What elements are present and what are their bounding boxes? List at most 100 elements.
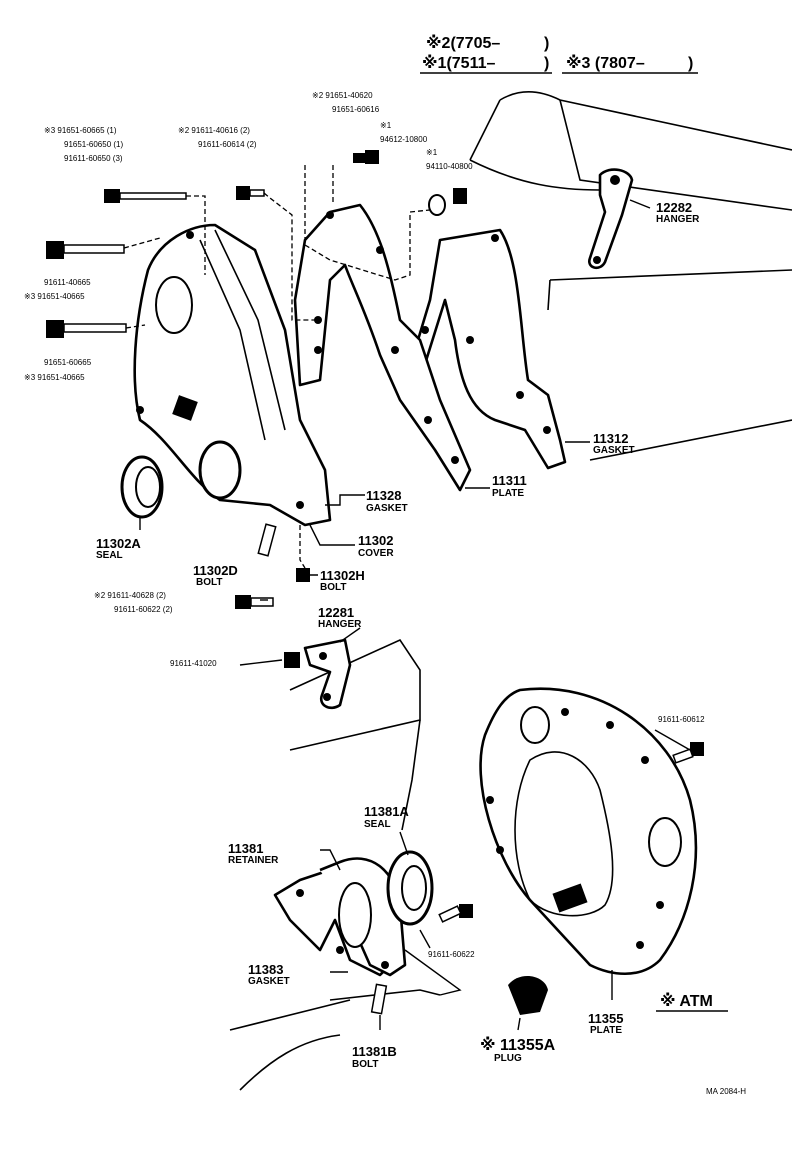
- part-name: BOLT: [196, 577, 222, 588]
- callout-line: 94612-10800: [380, 135, 428, 144]
- seal-11381a-part: [386, 850, 434, 926]
- part-name: BOLT: [320, 582, 346, 593]
- plug-11355a-part: [508, 975, 548, 1015]
- part-name: BOLT: [352, 1059, 378, 1070]
- callout-bolt-group-c: ※2 91651-40620 91651-60616: [312, 91, 380, 114]
- part-number: 11328: [366, 488, 401, 503]
- callout-line: ※2 91611-40628 (2): [94, 591, 166, 600]
- part-number: 11381B: [352, 1044, 397, 1059]
- part-number: 11381: [228, 841, 263, 856]
- callout-line: 94110-40800: [426, 162, 473, 171]
- bolt-icon-c: [353, 150, 379, 164]
- callout-nut: ※1 94110-40800: [426, 148, 473, 171]
- label-11302h: 11302H BOLT: [320, 568, 365, 593]
- hanger-12281-part: [284, 638, 352, 710]
- callout-bolt-group-a: ※3 91651-60665 (1) 91651-60650 (1) 91611…: [44, 126, 123, 163]
- label-12282: 12282 HANGER: [656, 200, 700, 225]
- nut-icon: [453, 188, 467, 204]
- diagram-reference-code: MA 2084-H: [706, 1087, 746, 1096]
- code-1-label: ※1(7511–: [422, 54, 495, 72]
- label-11311: 11311 PLATE: [492, 473, 527, 499]
- part-number: 11302D: [193, 563, 238, 578]
- bolt-icon-11302d: [257, 523, 277, 557]
- callout-line: 91611-40665: [44, 278, 91, 287]
- model-code-header: ※2(7705– ) ※1(7511– ) ※3 (7807– ): [420, 34, 698, 74]
- engine-block-lower: [229, 638, 441, 1091]
- dashed-leaders-upper: [123, 165, 431, 569]
- bolt-icon-60622: [438, 904, 473, 923]
- callout-bolt-group-d: ※2 91611-40628 (2) 91611-60622 (2): [94, 591, 173, 614]
- part-number: 11355: [588, 1011, 623, 1026]
- bolt-icon-11381b: [370, 983, 388, 1015]
- part-name: HANGER: [318, 619, 362, 630]
- callout-line: 91651-60616: [332, 105, 380, 114]
- washer-icon: [428, 194, 446, 216]
- part-name: COVER: [358, 548, 394, 559]
- callout-line: ※3 91651-40665: [24, 292, 85, 301]
- bolt-icon-left-2: [46, 320, 127, 338]
- label-11381: 11381 RETAINER: [228, 841, 279, 866]
- label-11355a: ※ 11355A PLUG: [480, 1036, 556, 1064]
- label-leaders: [139, 199, 728, 1031]
- callout-line: 91651-60650 (1): [64, 140, 123, 149]
- callout-line: ※1: [380, 121, 392, 130]
- label-11383: 11383 GASKET: [248, 962, 290, 987]
- retainer-11381-part: [273, 857, 407, 977]
- code-2-label: ※2(7705–: [426, 34, 500, 52]
- callout-bolt-group-b: ※2 91611-40616 (2) 91611-60614 (2): [178, 126, 257, 149]
- part-number: 91611-41020: [170, 659, 217, 668]
- label-11355: 11355 PLATE: [588, 1011, 623, 1036]
- callout-line: ※2 91651-40620: [312, 91, 373, 100]
- part-name: PLUG: [494, 1053, 522, 1064]
- part-number: 12282: [656, 200, 692, 215]
- label-91611-60622: 91611-60622: [428, 950, 475, 959]
- plate-11355-part: [479, 687, 698, 976]
- part-name: PLATE: [590, 1025, 622, 1036]
- code-3-close: ): [688, 55, 693, 72]
- callout-line: ※3 91651-60665 (1): [44, 126, 117, 135]
- part-number: 11302A: [96, 536, 141, 551]
- part-number: 11383: [248, 962, 283, 977]
- label-11381a: 11381A SEAL: [364, 804, 409, 830]
- part-name: GASKET: [366, 503, 408, 514]
- part-name: PLATE: [492, 488, 524, 499]
- bolt-icon-a: [104, 189, 187, 203]
- callout-line: ※3 91651-40665: [24, 373, 85, 382]
- bolt-icon-b: [236, 186, 265, 200]
- part-number: 11381A: [364, 804, 409, 819]
- cover-11302-part: [133, 223, 332, 527]
- callout-line: ※1: [426, 148, 438, 157]
- bolt-icon-d: [235, 595, 274, 609]
- part-number: 91611-60622: [428, 950, 475, 959]
- seal-11302a-part: [120, 455, 164, 519]
- label-91611-41020: 91611-41020: [170, 659, 217, 668]
- part-name: HANGER: [656, 214, 700, 225]
- part-number: 11302H: [320, 568, 365, 583]
- part-number: 91611-60612: [658, 715, 705, 724]
- callout-bolt-left-1: 91611-40665 ※3 91651-40665: [24, 278, 91, 301]
- callout-line: 91611-60650 (3): [64, 154, 123, 163]
- bolt-icon-60612: [672, 742, 704, 764]
- callout-line: 91651-60665: [44, 358, 92, 367]
- plate-11311-part: [293, 203, 472, 492]
- part-number: 12281: [318, 605, 354, 620]
- callout-bolt-left-2: 91651-60665 ※3 91651-40665: [24, 358, 92, 382]
- label-11302: 11302 COVER: [358, 533, 394, 559]
- part-name: GASKET: [593, 445, 635, 456]
- part-number: 11312: [593, 431, 628, 446]
- code-2-close: ): [544, 35, 549, 52]
- callout-line: 91611-60614 (2): [198, 140, 257, 149]
- part-name: RETAINER: [228, 855, 279, 866]
- atm-legend: ※ ATM: [660, 992, 713, 1010]
- code-3-label: ※3 (7807–: [566, 54, 645, 72]
- label-91611-60612: 91611-60612: [658, 715, 705, 724]
- label-12281: 12281 HANGER: [318, 605, 362, 630]
- label-11302d: 11302D BOLT: [193, 563, 238, 588]
- part-number: 11302: [358, 533, 393, 548]
- part-name: SEAL: [364, 819, 391, 830]
- part-number: ※ 11355A: [480, 1036, 556, 1054]
- label-11312: 11312 GASKET: [593, 431, 635, 456]
- label-11328: 11328 GASKET: [366, 488, 408, 514]
- code-1-close: ): [544, 55, 549, 72]
